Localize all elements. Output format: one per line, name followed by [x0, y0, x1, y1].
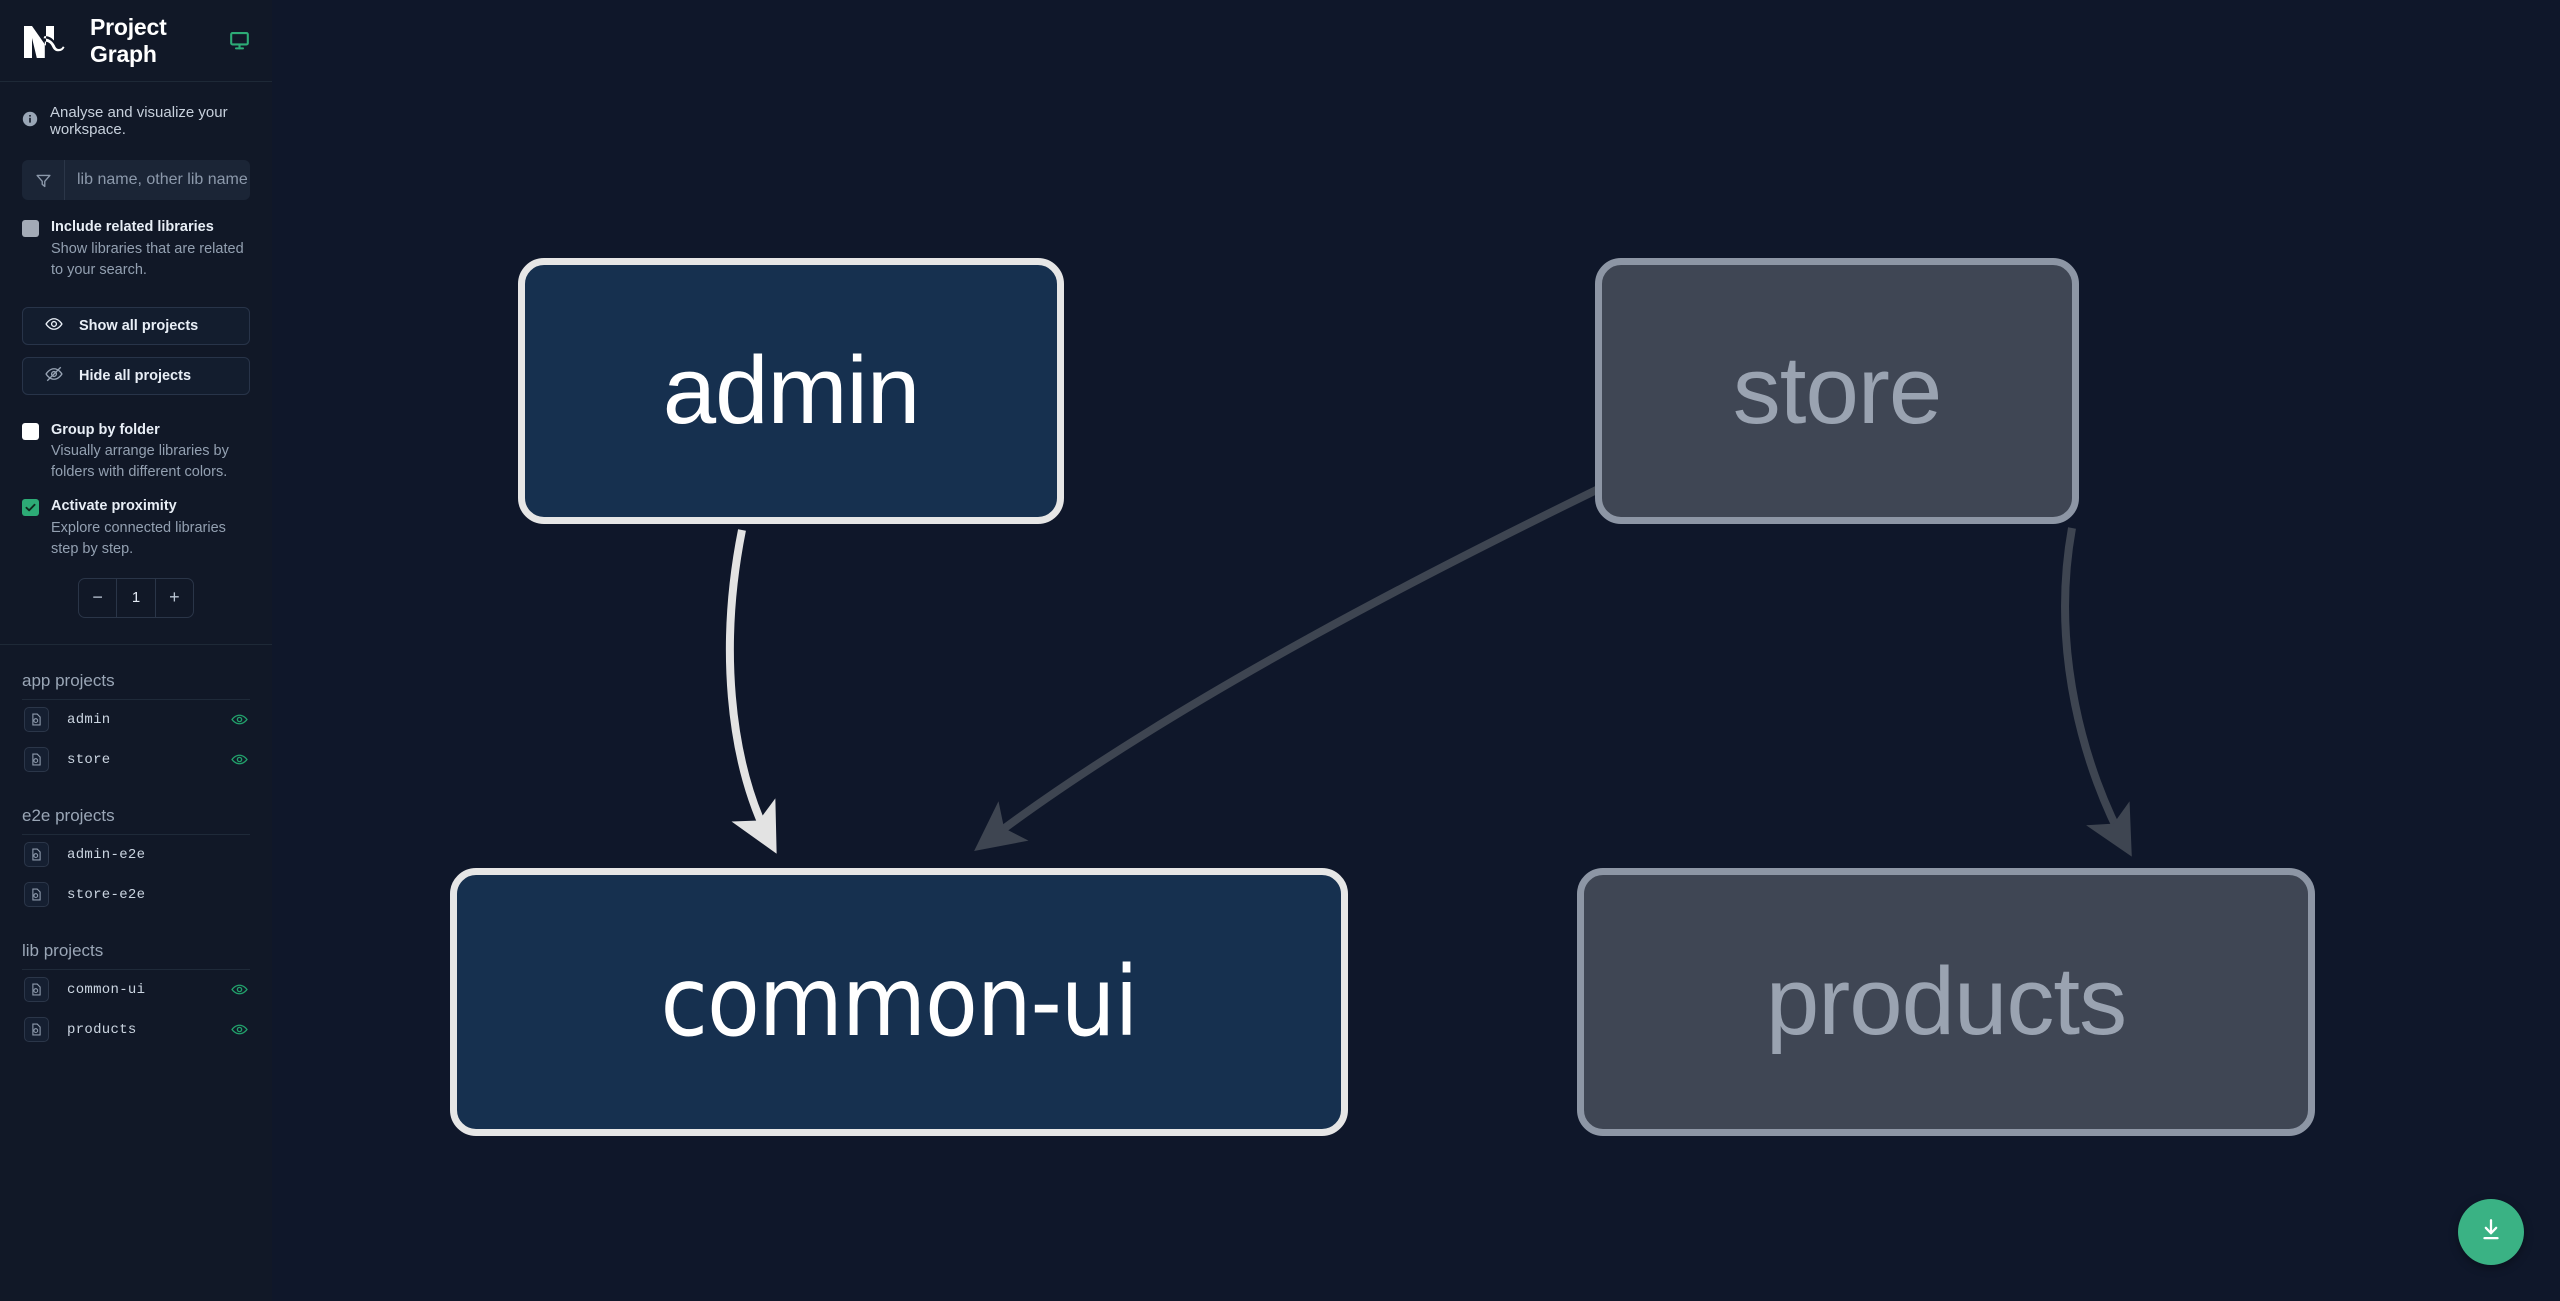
project-file-icon — [24, 747, 49, 773]
proximity-increment-button[interactable]: + — [169, 587, 180, 608]
project-name: store — [67, 751, 111, 768]
edge-store-to-products — [2061, 527, 2132, 857]
download-icon — [2478, 1217, 2504, 1248]
project-file-icon — [24, 882, 49, 908]
project-file-icon — [24, 977, 49, 1003]
download-graph-button[interactable] — [2458, 1199, 2524, 1265]
checkbox-group-by-folder[interactable] — [22, 422, 39, 440]
tagline-row: Analyse and visualize your workspace. — [0, 82, 272, 138]
project-name: products — [67, 1021, 137, 1038]
proximity-value: 1 — [116, 578, 156, 617]
option-label: Activate proximity — [51, 498, 177, 515]
hide-all-projects-button[interactable]: Hide all projects — [22, 356, 250, 395]
group-title-app-projects: app projects — [22, 670, 115, 690]
project-row-admin[interactable]: admin — [18, 700, 254, 740]
graph-node-products[interactable]: products — [1577, 868, 2315, 1136]
checkbox-include-related-libraries[interactable] — [22, 220, 39, 237]
sidebar-divider — [0, 643, 272, 645]
option-description: Explore connected libraries step by step… — [51, 519, 226, 557]
edge-admin-to-common-ui — [725, 529, 777, 854]
graph-node-store[interactable]: store — [1595, 258, 2079, 524]
project-row-common-ui[interactable]: common-ui — [18, 970, 254, 1010]
hide-all-projects-label: Hide all projects — [79, 367, 192, 384]
proximity-decrement-button[interactable]: − — [92, 587, 103, 608]
graph-canvas[interactable]: admin store common-ui products — [272, 0, 2560, 1301]
option-group-by-folder[interactable]: Group by folder Visually arrange librari… — [0, 395, 272, 484]
group-rule — [22, 698, 250, 700]
graph-node-common-ui[interactable]: common-ui — [450, 868, 1348, 1136]
eye-off-icon — [45, 365, 63, 387]
sidebar: Project Graph Analyse and visualize your… — [0, 0, 272, 1301]
project-name: common-ui — [67, 981, 146, 998]
project-row-admin-e2e[interactable]: admin-e2e — [18, 835, 254, 875]
project-name: admin-e2e — [67, 846, 146, 863]
checkbox-activate-proximity[interactable] — [22, 499, 39, 517]
group-rule — [22, 833, 250, 835]
project-row-store[interactable]: store — [18, 740, 254, 780]
project-file-icon — [24, 1017, 49, 1043]
group-rule — [22, 968, 250, 970]
project-visibility-eye-icon[interactable] — [231, 981, 248, 998]
option-label: Group by folder — [51, 421, 160, 438]
option-include-related-libraries[interactable]: Include related libraries Show libraries… — [0, 200, 272, 281]
option-description: Visually arrange libraries by folders wi… — [51, 443, 229, 481]
info-icon — [22, 111, 38, 132]
sidebar-header: Project Graph — [0, 0, 272, 82]
search-input[interactable] — [65, 160, 250, 200]
project-file-icon — [24, 707, 49, 733]
monitor-icon[interactable] — [229, 30, 250, 51]
nx-logo-icon — [22, 22, 68, 60]
option-label: Include related libraries — [51, 219, 214, 235]
edge-store-to-common-ui — [974, 476, 1619, 852]
filter-icon — [22, 160, 65, 200]
tagline-text: Analyse and visualize your workspace. — [50, 104, 228, 138]
project-row-products[interactable]: products — [18, 1010, 254, 1050]
project-name: store-e2e — [67, 886, 146, 903]
project-visibility-eye-icon[interactable] — [231, 751, 248, 768]
graph-node-label: store — [1732, 337, 1942, 444]
eye-icon — [45, 315, 63, 337]
show-all-projects-label: Show all projects — [79, 317, 199, 334]
project-file-icon — [24, 842, 49, 868]
graph-node-admin[interactable]: admin — [518, 258, 1064, 524]
graph-node-label: admin — [662, 337, 920, 444]
project-visibility-eye-icon[interactable] — [231, 711, 248, 728]
project-name: admin — [67, 711, 111, 728]
proximity-stepper: − 1 + — [78, 577, 194, 618]
option-activate-proximity[interactable]: Activate proximity Explore connected lib… — [0, 483, 272, 560]
group-title-e2e-projects: e2e projects — [22, 805, 115, 825]
graph-edges — [725, 476, 2132, 857]
project-row-store-e2e[interactable]: store-e2e — [18, 875, 254, 915]
option-description: Show libraries that are related to your … — [51, 240, 244, 278]
graph-node-label: common-ui — [660, 946, 1138, 1058]
page-title: Project Graph — [90, 13, 167, 67]
search-field[interactable] — [22, 160, 250, 200]
group-title-lib-projects: lib projects — [22, 940, 104, 960]
show-all-projects-button[interactable]: Show all projects — [22, 306, 250, 345]
graph-node-label: products — [1765, 948, 2127, 1055]
project-visibility-eye-icon[interactable] — [231, 1021, 248, 1038]
